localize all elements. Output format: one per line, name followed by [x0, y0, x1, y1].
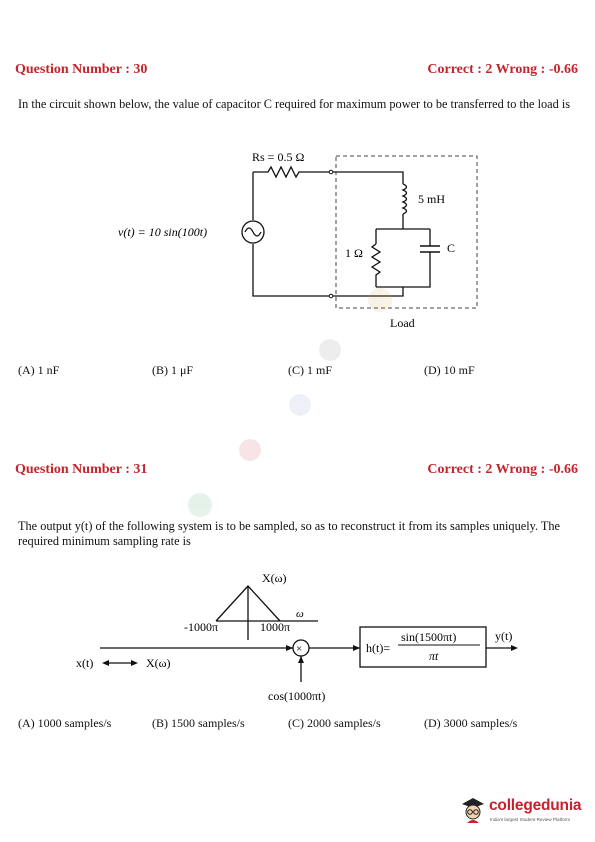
inductor-label: 5 mH [418, 192, 445, 206]
load-resistor [370, 243, 382, 287]
input-X-label: X(ω) [146, 656, 171, 670]
q30-option-c: (C) 1 mF [288, 363, 333, 377]
arrow-into-multiplier [286, 645, 293, 651]
q30-question-text: In the circuit shown below, the value of… [18, 97, 571, 111]
brand-name: collegedunia [489, 797, 582, 814]
q31-system-diagram: X(ω) ω -1000π 1000π × cos(1000πt) h(t)= … [76, 571, 518, 703]
q31-option-c: (C) 2000 samples/s [288, 716, 381, 730]
filter-box [359, 626, 487, 668]
load-box [335, 155, 478, 309]
carrier-label: cos(1000πt) [268, 689, 325, 703]
terminal-top [328, 169, 334, 175]
output-label: y(t) [495, 629, 512, 643]
parallel-branch-top [375, 228, 431, 246]
input-x-label: x(t) [76, 656, 93, 670]
mascot-icon [462, 798, 484, 823]
brand-tagline: India's largest Student Review Platform [490, 817, 571, 822]
load-label: Load [390, 316, 415, 330]
rs-resistor [253, 165, 330, 179]
wire-bottom-load [333, 287, 404, 297]
inductor [401, 183, 408, 215]
carrier-arrow [298, 656, 304, 663]
q31-marks: Correct : 2 Wrong : -0.66 [427, 462, 578, 477]
terminal-bottom [328, 293, 334, 299]
q31-option-d: (D) 3000 samples/s [424, 716, 518, 730]
arrow-into-filter [353, 645, 360, 651]
filter-numerator: sin(1500πt) [401, 630, 456, 644]
omega-label: ω [296, 608, 304, 620]
q30-option-a: (A) 1 nF [18, 363, 60, 377]
capacitor-label: C [447, 241, 455, 255]
rs-label: Rs = 0.5 Ω [252, 150, 304, 164]
q31-question-text: The output y(t) of the following system … [18, 519, 560, 548]
q30-number: Question Number : 30 [15, 62, 148, 77]
wire-source-loop [252, 172, 329, 297]
wire-top-load [333, 171, 404, 184]
filter-denominator: πt [429, 649, 439, 663]
spectrum-label: X(ω) [262, 571, 287, 585]
sine-wave-icon [244, 227, 262, 237]
parallel-branch-bottom [376, 252, 431, 288]
q31-number: Question Number : 31 [15, 462, 148, 477]
capacitor [420, 245, 440, 253]
q30-option-b: (B) 1 μF [152, 363, 194, 377]
transform-arrow-right [131, 660, 138, 666]
pos-tick-label: 1000π [260, 620, 290, 634]
q30-option-d: (D) 10 mF [424, 363, 475, 377]
q31-option-a: (A) 1000 samples/s [18, 716, 112, 730]
neg-tick-label: -1000π [184, 620, 218, 634]
q30-marks: Correct : 2 Wrong : -0.66 [427, 62, 578, 77]
spectrum-triangle [215, 585, 318, 622]
transform-arrow-left [102, 660, 109, 666]
load-resistor-label: 1 Ω [345, 246, 363, 260]
source-label: v(t) = 10 sin(100t) [118, 225, 207, 239]
q31-option-b: (B) 1500 samples/s [152, 716, 245, 730]
q30-circuit-diagram: Rs = 0.5 Ω 5 mH 1 Ω C v(t) = 10 sin(100t… [118, 150, 478, 330]
brand-logo: collegedunia India's largest Student Rev… [458, 791, 590, 831]
watermark-badges [188, 288, 392, 517]
output-arrow [511, 645, 518, 651]
multiplier-symbol: × [296, 643, 302, 655]
filter-prefix: h(t)= [366, 641, 390, 655]
